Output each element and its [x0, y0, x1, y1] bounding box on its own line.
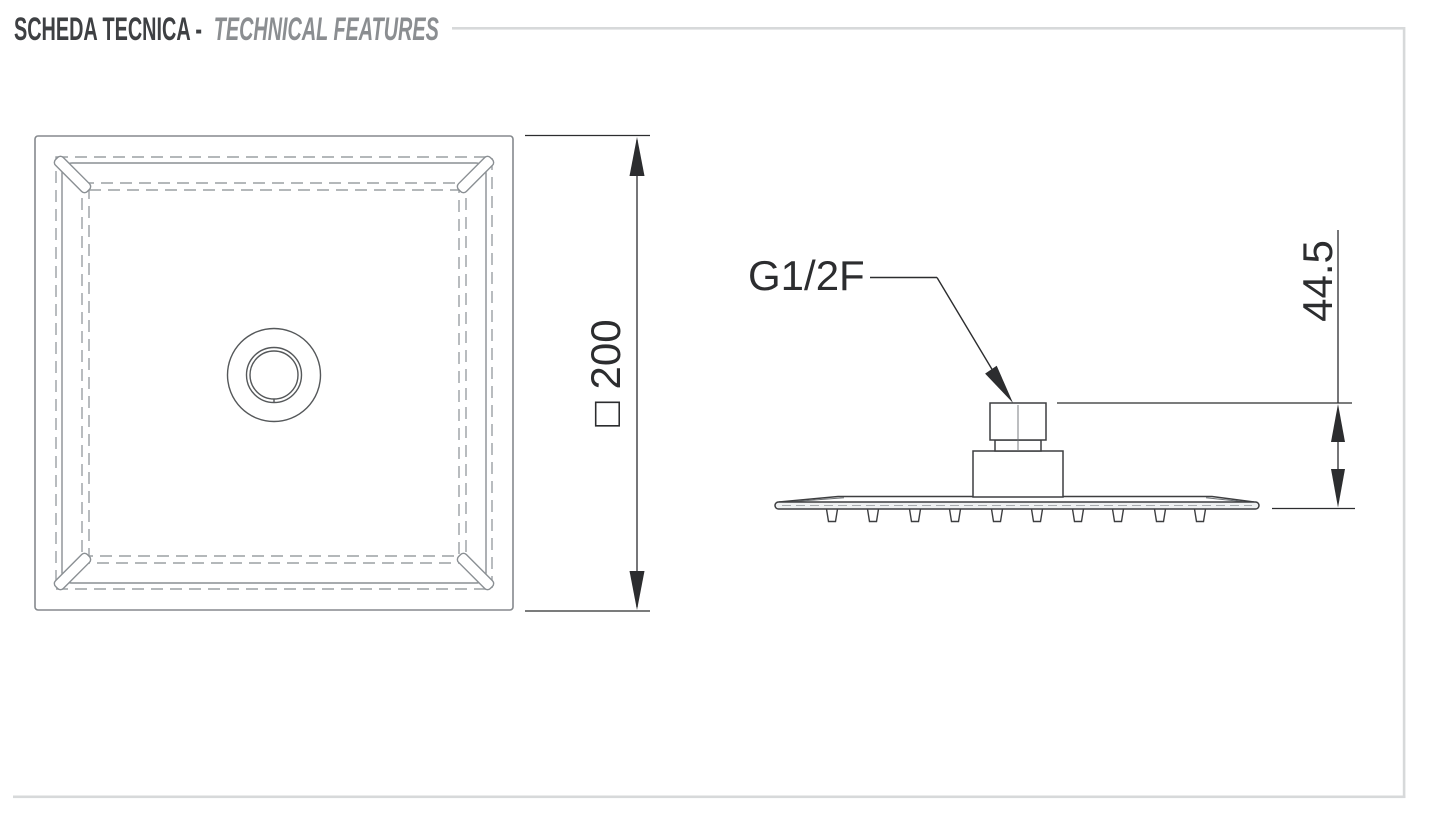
inlet-outer-circle — [226, 327, 322, 423]
nozzle — [908, 508, 922, 523]
corner-bracket-bottom-left — [53, 552, 92, 591]
page-title-italian: SCHEDA TECNICA - — [14, 11, 202, 47]
nozzle — [1111, 508, 1125, 523]
arrowhead-up-icon — [1331, 404, 1345, 442]
nozzle — [990, 508, 1004, 523]
nozzle — [1193, 508, 1207, 523]
page-title: SCHEDA TECNICA - TECHNICAL FEATURES — [14, 11, 439, 47]
dimension-height-label: 44.5 — [1294, 240, 1341, 322]
header: SCHEDA TECNICA - TECHNICAL FEATURES — [14, 11, 1405, 47]
arrowhead-up-icon — [629, 137, 645, 176]
leader-arrowhead-icon — [985, 365, 1013, 403]
bottom-page-border — [13, 795, 1406, 799]
corner-bracket-bottom-right — [456, 552, 495, 591]
arrowhead-down-icon — [1331, 469, 1345, 508]
page-title-english: TECHNICAL FEATURES — [214, 11, 439, 47]
top-view — [34, 135, 514, 611]
dimension-height-44-5: 44.5 — [1057, 230, 1355, 510]
nozzle — [1153, 508, 1167, 523]
connector-body — [972, 450, 1064, 498]
header-rule — [452, 27, 1405, 30]
top-view-face-edge — [61, 162, 487, 584]
top-view-hidden-edge-outer — [55, 156, 493, 590]
corner-bracket-top-right — [456, 155, 495, 194]
top-view-hidden-edge-inner — [88, 189, 460, 557]
nozzle — [1030, 508, 1044, 523]
corner-bracket-top-left — [53, 155, 92, 194]
side-view — [774, 402, 1260, 523]
arrowhead-down-icon — [629, 571, 645, 610]
plate-edge — [774, 501, 1260, 510]
top-view-hidden-edge-middle — [81, 182, 467, 564]
nozzle — [866, 508, 880, 523]
nozzle — [825, 508, 839, 523]
nozzle — [1071, 508, 1085, 523]
dimension-width-200: □ 200 — [525, 134, 650, 612]
nozzle — [948, 508, 962, 523]
connection-callout: G1/2F — [748, 252, 1013, 403]
nozzle-row — [825, 508, 1207, 523]
dimension-width-label: □ 200 — [582, 319, 629, 426]
right-page-border — [1402, 27, 1406, 798]
connection-label: G1/2F — [748, 252, 865, 299]
